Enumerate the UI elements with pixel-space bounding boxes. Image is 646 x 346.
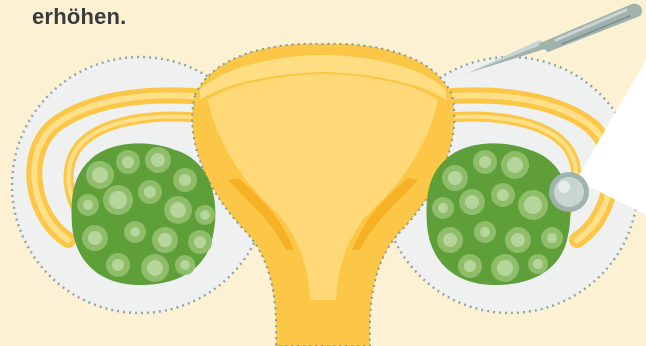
- left-ovary: [72, 143, 216, 285]
- uterus: [192, 44, 454, 346]
- right-ovary: [427, 143, 571, 285]
- laparoscope-probe-icon: [549, 172, 589, 212]
- scalpel-icon: [468, 4, 642, 73]
